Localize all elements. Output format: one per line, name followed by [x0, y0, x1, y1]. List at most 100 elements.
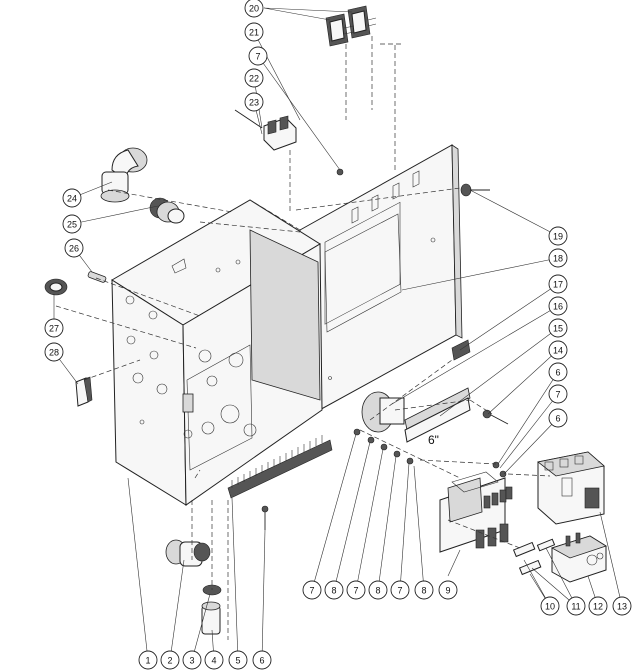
callout-number: 18 — [553, 254, 563, 264]
contactor — [537, 451, 605, 525]
callout-16: 16 — [548, 296, 568, 316]
nut-7d — [406, 457, 414, 465]
nut-6 — [492, 461, 500, 469]
callout-number: 17 — [553, 280, 563, 290]
callout-circle — [248, 46, 268, 66]
callout-5: 5 — [228, 650, 248, 670]
callout-20: 20 — [244, 0, 264, 18]
callout-circle — [244, 92, 264, 112]
nut-8b — [393, 450, 401, 458]
callout-circle — [324, 580, 344, 600]
callout-number: 16 — [553, 302, 563, 312]
callout-circle — [566, 596, 586, 616]
callout-circle — [62, 214, 82, 234]
nut-7 — [336, 168, 344, 176]
callout-number: 4 — [211, 656, 216, 666]
callout-28: 28 — [44, 342, 64, 362]
screw-14 — [482, 409, 509, 425]
callout-number: 11 — [571, 602, 580, 612]
callout-circle — [138, 650, 158, 670]
callout-6: 6 — [548, 362, 568, 382]
callout-7: 7 — [346, 580, 366, 600]
callout-circle — [588, 596, 608, 616]
callout-number: 8 — [421, 586, 426, 596]
callout-8: 8 — [324, 580, 344, 600]
din-rail-length-label: 6" — [428, 433, 439, 447]
callout-number: 22 — [249, 74, 259, 84]
back-panel — [299, 144, 463, 419]
plug — [87, 271, 107, 283]
callout-number: 14 — [553, 346, 563, 356]
callout-number: 13 — [617, 602, 627, 612]
callout-number: 10 — [545, 602, 555, 612]
callout-9: 9 — [438, 580, 458, 600]
callout-8: 8 — [368, 580, 388, 600]
callout-7: 7 — [302, 580, 322, 600]
callout-24: 24 — [62, 188, 82, 208]
bushing — [44, 278, 68, 296]
callout-number: 6 — [259, 656, 264, 666]
callout-circle — [204, 650, 224, 670]
small-block — [75, 376, 93, 407]
callout-18: 18 — [548, 248, 568, 268]
callout-number: 20 — [249, 4, 259, 14]
callout-12: 12 — [588, 596, 608, 616]
callout-number: 3 — [189, 656, 194, 666]
callout-circle — [548, 296, 568, 316]
callout-6: 6 — [548, 408, 568, 428]
callout-number: 23 — [249, 98, 259, 108]
callout-8: 8 — [414, 580, 434, 600]
callout-circle — [548, 226, 568, 246]
nut-7c — [380, 443, 388, 451]
callout-circle — [368, 580, 388, 600]
label-plate — [451, 339, 471, 361]
fuses — [512, 538, 556, 576]
callout-number: 7 — [555, 390, 560, 400]
callout-7: 7 — [248, 46, 268, 66]
callout-3: 3 — [182, 650, 202, 670]
terminal-strip — [227, 435, 333, 499]
callout-15: 15 — [548, 318, 568, 338]
nut-6b — [499, 470, 507, 478]
callout-11: 11 — [566, 596, 586, 616]
callout-7: 7 — [548, 384, 568, 404]
callout-4: 4 — [204, 650, 224, 670]
straight-fitting — [149, 197, 185, 224]
callout-number: 24 — [67, 194, 77, 204]
callout-number: 12 — [593, 602, 603, 612]
bottom-connector — [201, 601, 221, 635]
callout-circle — [346, 580, 366, 600]
callout-number: 19 — [553, 232, 563, 242]
elbow-fitting — [100, 147, 148, 203]
callout-number: 21 — [249, 28, 259, 38]
callout-number: 7 — [353, 586, 358, 596]
callout-circle — [548, 408, 568, 428]
callout-circle — [612, 596, 632, 616]
callout-number: 28 — [49, 348, 59, 358]
callout-circle — [228, 650, 248, 670]
nut-8 — [367, 436, 375, 444]
callout-number: 27 — [49, 324, 59, 334]
rocker-switches — [325, 5, 377, 47]
callout-circle — [438, 580, 458, 600]
callout-circle — [548, 274, 568, 294]
callout-14: 14 — [548, 340, 568, 360]
callout-number: 5 — [235, 656, 240, 666]
callout-circle — [62, 188, 82, 208]
callout-number: 2 — [167, 656, 172, 666]
callout-circle — [244, 68, 264, 88]
callout-circle — [44, 318, 64, 338]
callout-number: 9 — [445, 586, 450, 596]
callout-2: 2 — [160, 650, 180, 670]
nut-7b — [353, 428, 361, 436]
callout-circle — [252, 650, 272, 670]
callout-circle — [390, 580, 410, 600]
callout-22: 22 — [244, 68, 264, 88]
callout-circle — [302, 580, 322, 600]
callout-circle — [244, 0, 264, 18]
callout-circle — [548, 384, 568, 404]
callout-number: 8 — [331, 586, 336, 596]
callout-number: 8 — [375, 586, 380, 596]
callout-7: 7 — [390, 580, 410, 600]
